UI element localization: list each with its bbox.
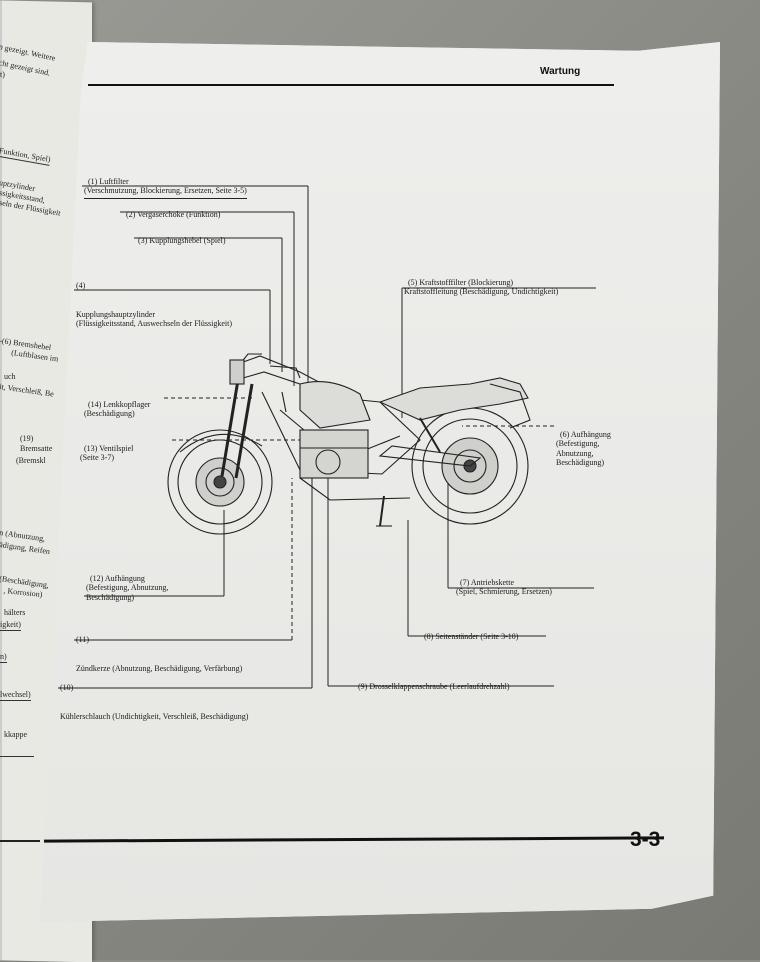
callout-7-number: (7)	[460, 577, 470, 587]
callout-12-text: Aufhängung (Befestigung, Abnutzung, Besc…	[86, 573, 169, 602]
callout-7: (7) Antriebskette (Spiel, Schmierung, Er…	[456, 568, 552, 597]
callout-2-number: (2)	[126, 209, 136, 219]
left-fragment: t)	[0, 70, 5, 79]
left-fragment: kkappe	[4, 730, 28, 739]
callout-1-number: (1)	[88, 176, 98, 186]
callout-8-text: Seitenständer (Seite 3-10)	[435, 631, 519, 641]
callout-9-text: Drosselklappenschraube (Leerlaufdrehzahl…	[369, 681, 510, 691]
callout-4-number: (4)	[76, 281, 86, 290]
callout-10-number: (10)	[60, 683, 74, 692]
callout-1: (1) Luftfilter (Verschmutzung, Blockieru…	[84, 167, 247, 199]
callout-5-number: (5)	[408, 277, 418, 287]
callout-3-number: (3)	[138, 235, 148, 245]
left-fragment: (Bremskl	[16, 456, 46, 465]
callout-10: (10) Kühlerschlauch (Undichtigkeit, Vers…	[60, 664, 248, 731]
callout-10-text: Kühlerschlauch (Undichtigkeit, Verschlei…	[60, 711, 249, 721]
callout-3: (3) Kupplungshebel (Spiel)	[134, 226, 226, 245]
callout-7-text: Antriebskette (Spiel, Schmierung, Ersetz…	[456, 577, 552, 597]
left-fragment: lwechsel)	[0, 690, 31, 701]
callout-6: (6) Aufhängung (Befestigung, Abnutzung, …	[556, 420, 611, 468]
header-rule	[88, 84, 614, 86]
callout-12-number: (12)	[90, 573, 104, 583]
left-fragment: n)	[0, 652, 7, 663]
callout-11-number: (11)	[76, 635, 90, 644]
callout-8: (8) Seitenständer (Seite 3-10)	[420, 622, 518, 641]
callout-13-number: (13)	[84, 443, 98, 453]
left-fragment: uch	[4, 372, 16, 381]
callout-12: (12) Aufhängung (Befestigung, Abnutzung,…	[86, 564, 168, 602]
callout-11: (11) Zündkerze (Abnutzung, Beschädigung,…	[76, 616, 242, 683]
callout-14: (14) Lenkkopflager (Beschädigung)	[84, 390, 150, 419]
callout-11-text: Zündkerze (Abnutzung, Beschädigung, Verf…	[76, 663, 243, 673]
left-footer-rule	[0, 840, 40, 842]
callout-3-text: Kupplungshebel (Spiel)	[149, 235, 226, 245]
callout-2: (2) Vergaserchoke (Funktion)	[122, 200, 220, 219]
callout-2-text: Vergaserchoke (Funktion)	[137, 209, 221, 219]
callout-4: (4) Kupplungshauptzylinder (Flüssigkeits…	[76, 262, 232, 338]
callout-6-text: Aufhängung (Befestigung, Abnutzung, Besc…	[556, 429, 611, 468]
page-number: 3-3	[630, 828, 661, 851]
callout-5-text: Kraftstofffilter (Blockierung) Kraftstof…	[404, 277, 559, 297]
motorcycle-drawing	[167, 353, 531, 535]
callout-6-number: (6)	[560, 429, 570, 439]
section-title: Wartung	[540, 66, 581, 77]
callout-14-number: (14)	[88, 399, 102, 409]
callout-4-text: Kupplungshauptzylinder (Flüssigkeitsstan…	[76, 309, 232, 329]
callout-13-text: Ventilspiel (Seite 3-7)	[80, 443, 134, 463]
left-fragment: (19)	[20, 434, 34, 443]
callout-9: (9) Drosselklappenschraube (Leerlaufdreh…	[354, 672, 509, 691]
left-fragment: hälters	[4, 608, 26, 617]
left-fragment: Bremsatte	[20, 444, 53, 453]
callout-5: (5) Kraftstofffilter (Blockierung) Kraft…	[404, 268, 558, 297]
manual-page	[40, 42, 720, 922]
left-fragment: igkeit)	[0, 620, 21, 631]
callout-14-text: Lenkkopflager (Beschädigung)	[84, 399, 151, 419]
callout-13: (13) Ventilspiel (Seite 3-7)	[80, 434, 133, 463]
callout-9-number: (9)	[358, 681, 368, 691]
left-rule	[0, 756, 34, 757]
callout-8-number: (8)	[424, 631, 434, 641]
callout-1-text: Luftfilter (Verschmutzung, Blockierung, …	[84, 176, 247, 196]
